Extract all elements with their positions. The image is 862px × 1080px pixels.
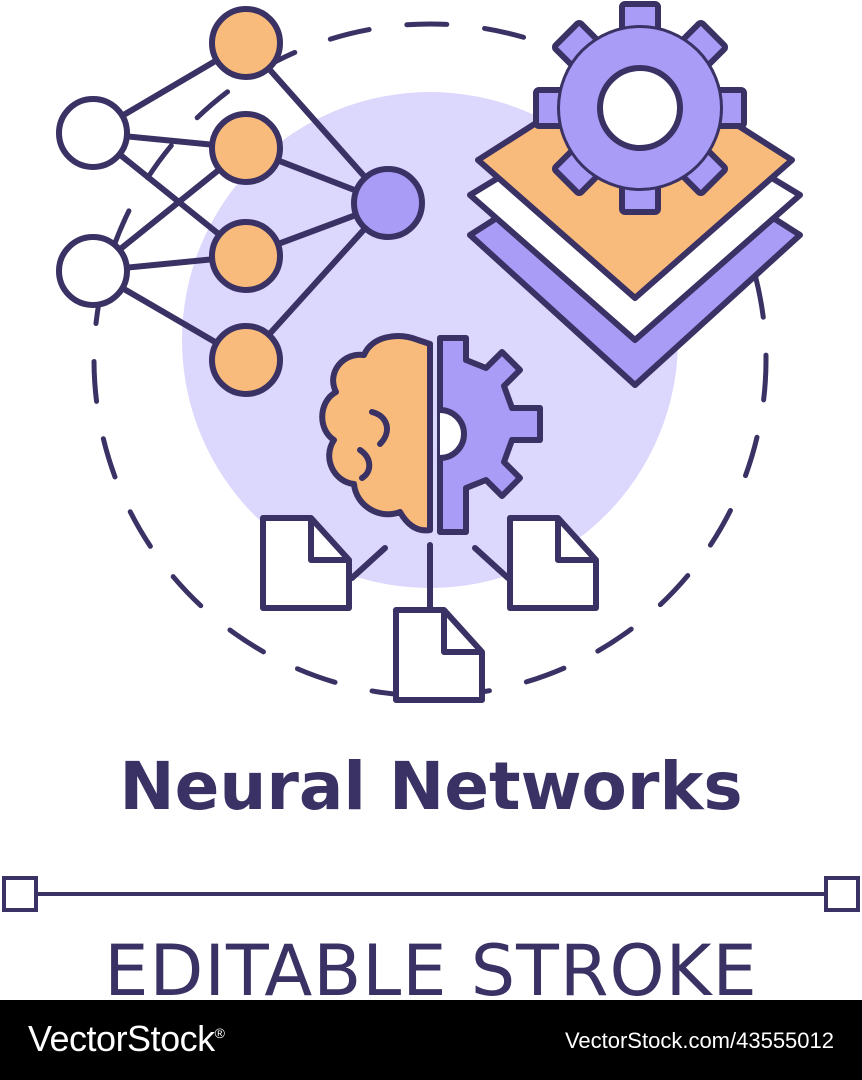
hidden-node [209, 6, 283, 80]
input-node [56, 234, 130, 308]
dashed-ring [91, 21, 769, 699]
document-icon [393, 607, 485, 703]
neural-network-icon [56, 6, 425, 397]
neural-networks-illustration [56, 1, 803, 703]
brain-half [319, 333, 433, 534]
brain-fold [369, 409, 390, 447]
document-icon [507, 515, 599, 611]
hidden-node [209, 219, 283, 293]
half-gear [437, 335, 543, 535]
stroke-handle-right [824, 876, 860, 912]
stroke-line-demo [2, 876, 860, 912]
document-icon [260, 515, 352, 611]
editable-stroke-label: EDITABLE STROKE [104, 930, 758, 1012]
gear-icon [533, 1, 747, 215]
brain-fold [357, 447, 373, 481]
hidden-node [209, 111, 283, 185]
page-title: Neural Networks [119, 748, 743, 825]
output-node [351, 166, 425, 240]
brain-gear-icon [319, 333, 543, 535]
image-reference: VectorStock.com/43555012 [564, 1028, 834, 1053]
vectorstock-logo: VectorStock® [28, 1018, 225, 1060]
gear-layers-icon [467, 1, 803, 388]
gear-hole [437, 407, 467, 461]
registered-mark: ® [214, 1025, 225, 1041]
hidden-node [209, 323, 283, 397]
input-node [56, 96, 130, 170]
brand-name: VectorStock [28, 1018, 215, 1059]
connectors [349, 542, 511, 611]
stroke-handle-left [2, 876, 38, 912]
watermark-footer: VectorStock® VectorStock.com/43555012 [0, 1000, 862, 1080]
